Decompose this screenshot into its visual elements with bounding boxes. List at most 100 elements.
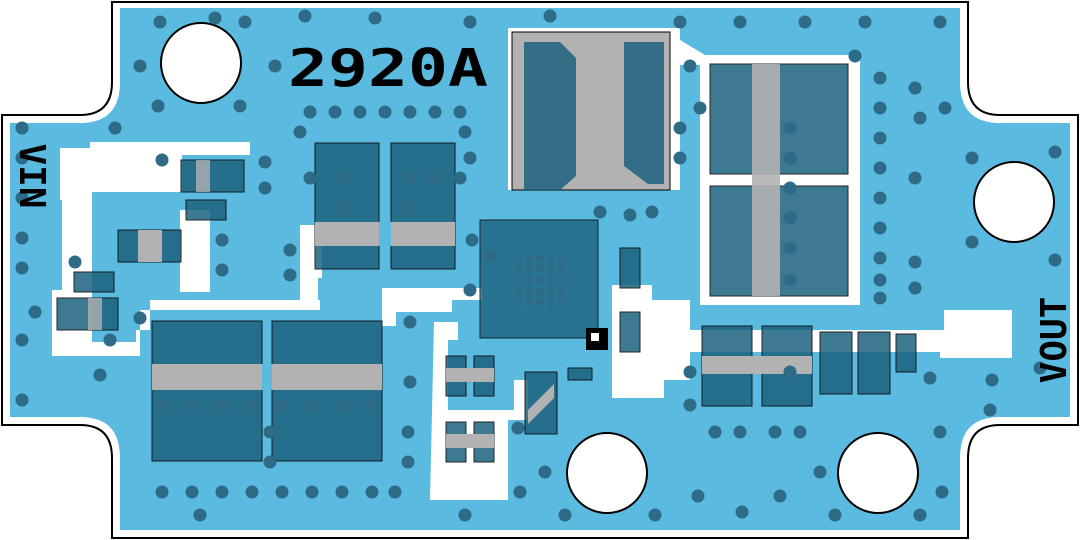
ic-ball [514,265,522,273]
resistor-pad [138,230,162,262]
ic-ball [525,265,533,273]
resistor [180,159,245,193]
via [913,111,927,125]
via [193,508,207,522]
vin-trace-branch [180,210,210,292]
via [401,425,415,439]
via [783,365,797,379]
via [215,485,229,499]
ic-ball [547,254,555,262]
resistor [56,297,119,331]
via [783,121,797,135]
via [768,425,782,439]
via [153,15,167,29]
via [68,255,82,269]
via [15,151,29,165]
via [215,233,229,247]
via [15,121,29,135]
via [15,261,29,275]
via [268,59,282,73]
via [208,11,222,25]
via [283,243,297,257]
via [365,485,379,499]
ic-ball [558,298,566,306]
ic-ball [547,287,555,295]
via [733,15,747,29]
output-capacitor [819,331,853,395]
via [151,99,165,113]
ic-ball [514,287,522,295]
via [793,425,807,439]
ic-pin1-marker-inner [591,333,599,341]
via [465,233,479,247]
via [368,11,382,25]
via [108,121,122,135]
via [965,235,979,249]
mounting-hole [160,22,242,104]
ic-ball [547,276,555,284]
via [403,375,417,389]
via [543,9,557,23]
via [463,15,477,29]
via [783,181,797,195]
via [258,155,272,169]
output-capacitor [895,333,917,373]
via [298,9,312,23]
via [353,105,367,119]
via [305,399,319,413]
capacitor-gap [262,364,272,390]
via [1033,361,1047,375]
ic-ball [536,276,544,284]
diode-pad [528,384,554,424]
mounting-hole [566,432,648,514]
via [258,181,272,195]
via [933,15,947,29]
via [338,201,352,215]
via [813,465,827,479]
via [798,15,812,29]
ic-ball [536,298,544,306]
via [185,485,199,499]
vias [15,9,1062,522]
via [458,125,472,139]
ic-ball [514,298,522,306]
via [873,101,887,115]
via [873,161,887,175]
via [15,231,29,245]
via [275,485,289,499]
via [965,151,979,165]
via [245,485,259,499]
via [365,399,379,413]
via [215,399,229,413]
vin-label: VIN [11,143,52,208]
via [245,399,259,413]
via [673,121,687,135]
via [683,398,697,412]
via [783,151,797,165]
via [428,171,442,185]
via [873,251,887,265]
via [378,105,392,119]
via [403,315,417,329]
via [511,421,525,435]
ic-ball [525,298,533,306]
ic-ball [536,265,544,273]
via [463,283,477,297]
resistor [619,247,641,289]
components [56,31,917,463]
via [305,485,319,499]
resistor [73,271,115,293]
via [873,131,887,145]
resistor-pad [88,298,102,330]
via [908,171,922,185]
board-title: 2920A [288,39,488,99]
via [293,125,307,139]
via [155,485,169,499]
via [873,191,887,205]
input-capacitor [390,142,456,270]
ic-ball [558,265,566,273]
via [275,399,289,413]
via [623,208,637,222]
via [673,151,687,165]
via [403,171,417,185]
